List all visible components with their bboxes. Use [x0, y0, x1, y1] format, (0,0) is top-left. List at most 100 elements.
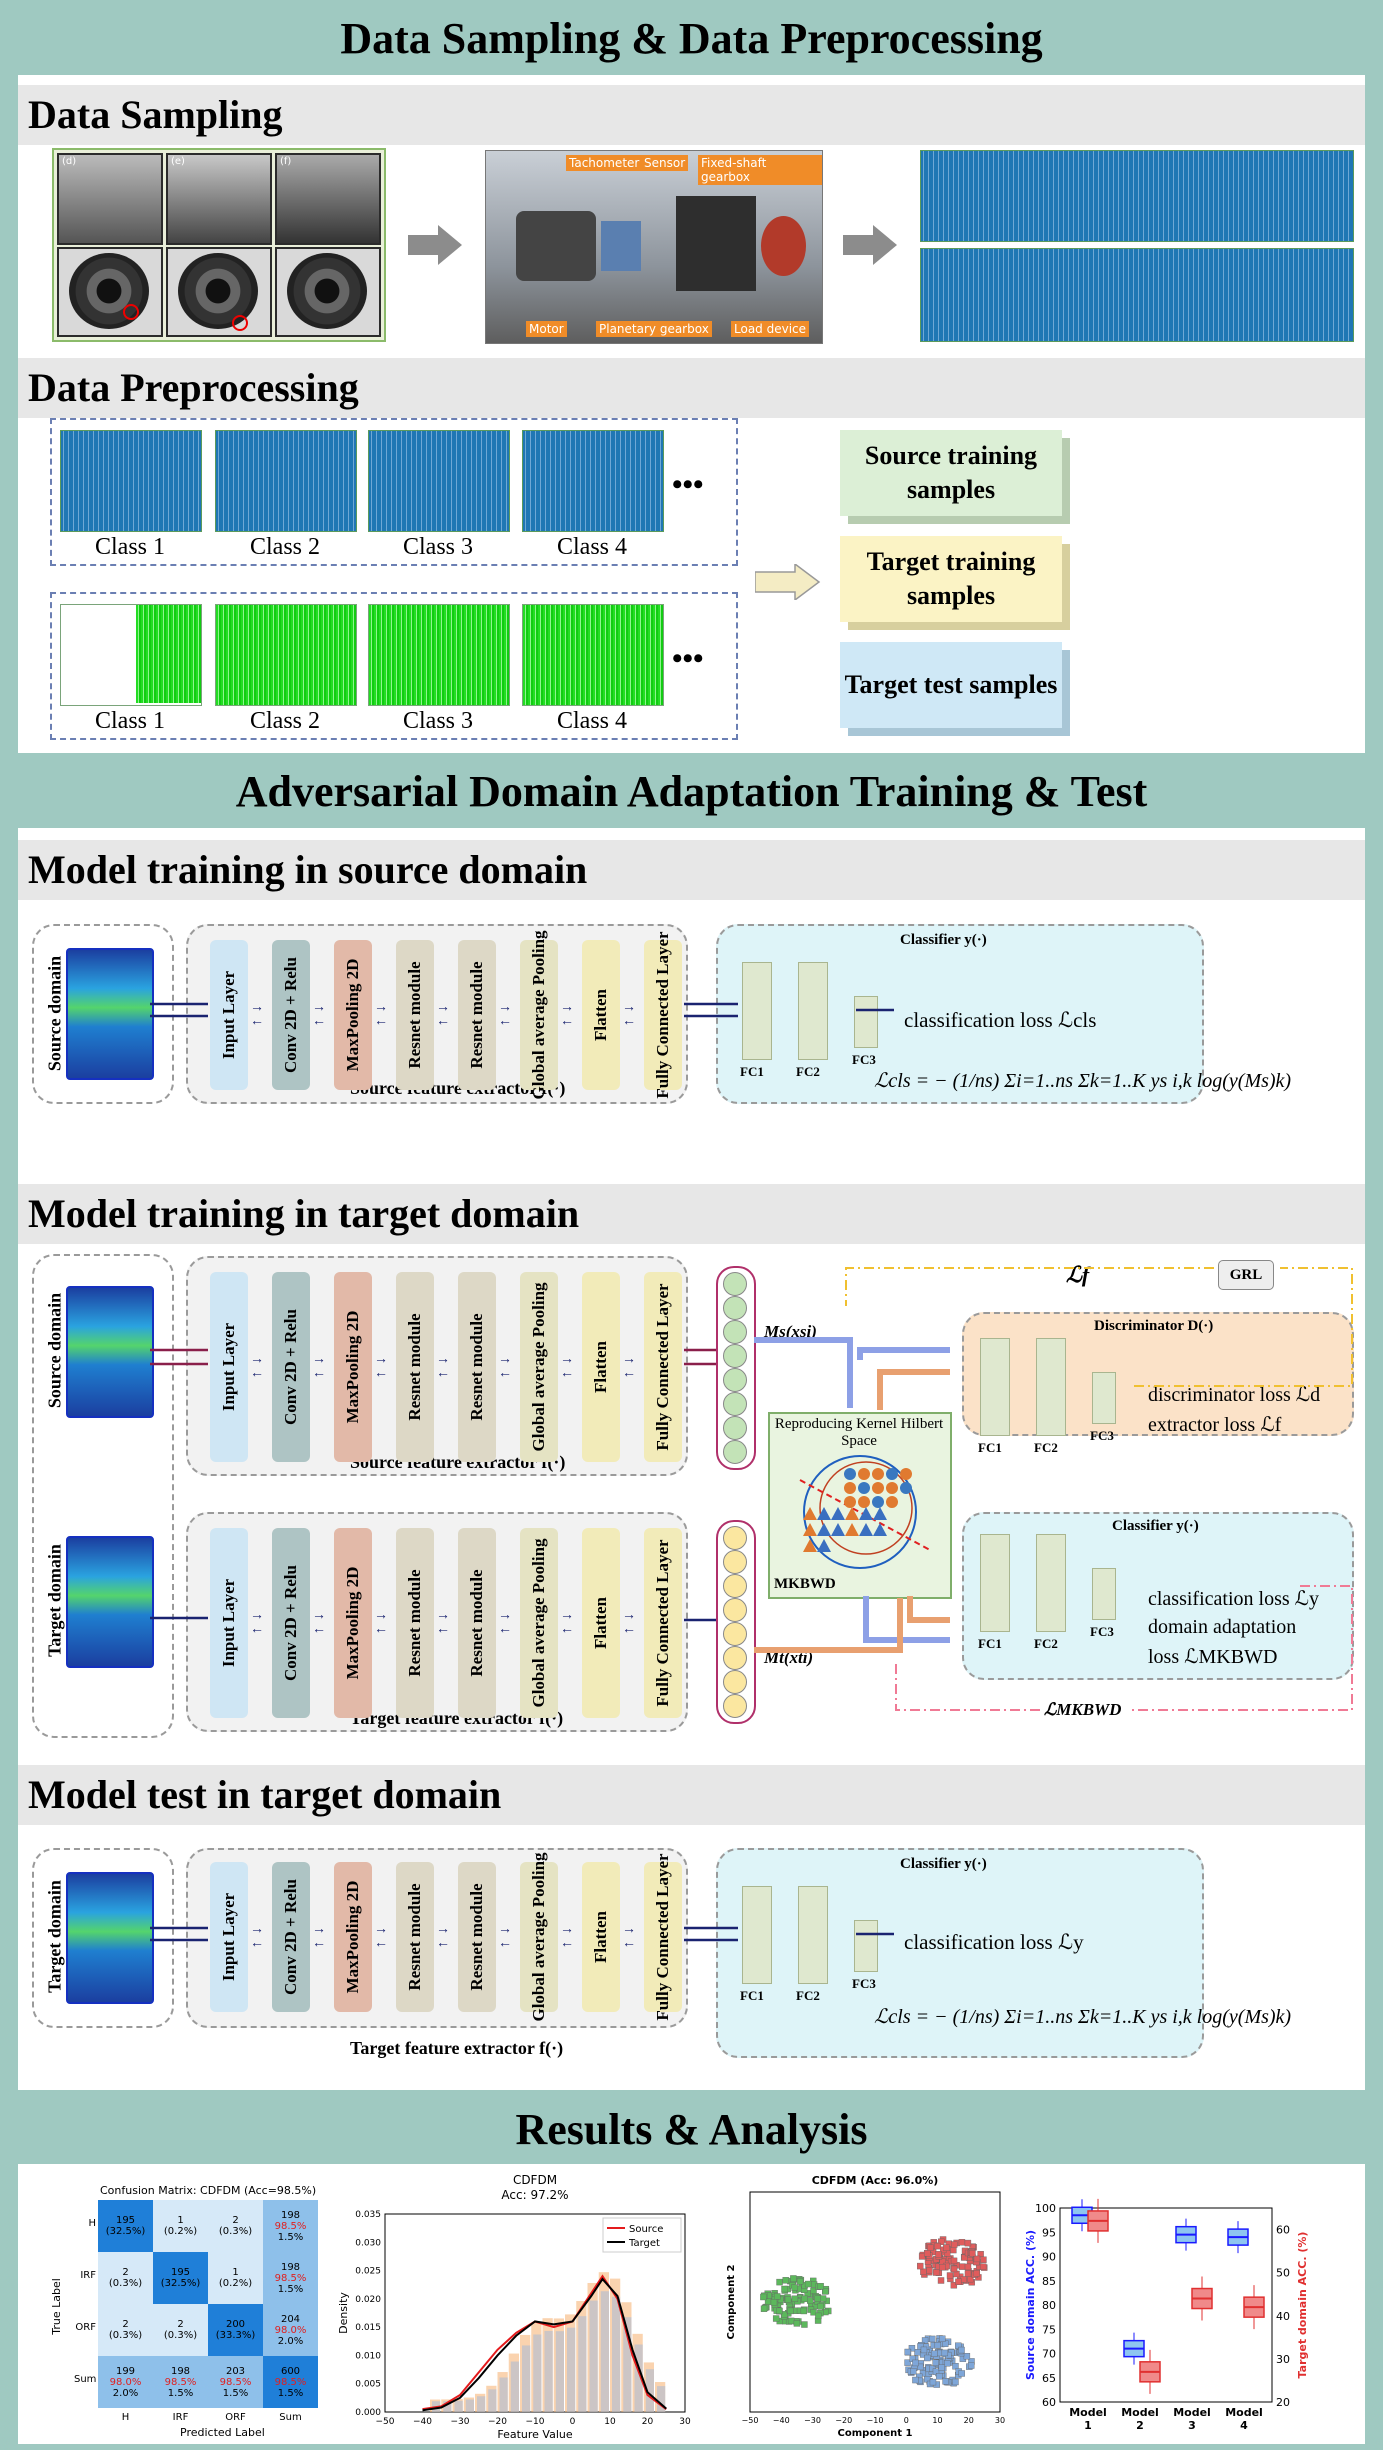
y-tick: 0.015 — [355, 2323, 381, 2333]
tsne-point — [923, 2250, 931, 2257]
tsne-point — [917, 2262, 924, 2270]
y-tick: 0.005 — [355, 2380, 381, 2390]
disc-fc1 — [980, 1338, 1010, 1436]
x-tick: 10 — [604, 2417, 616, 2427]
tsne-point — [800, 2307, 808, 2315]
tsne-point — [814, 2295, 821, 2302]
right-tick: 40 — [1276, 2310, 1290, 2323]
target-domain-label-2: Target domain — [44, 1880, 65, 1993]
svg-text:2: 2 — [1136, 2419, 1144, 2432]
right-tick: 60 — [1276, 2224, 1290, 2237]
tgt-train-tgt-layer-2: Conv 2D + Relu — [272, 1528, 310, 1718]
target-signal-class-2 — [215, 604, 357, 706]
x-tick: −50 — [376, 2417, 395, 2427]
cls2-fc1 — [980, 1534, 1010, 1632]
tsne-point — [931, 2350, 938, 2357]
tsne-point — [980, 2256, 987, 2263]
x-tick: −20 — [488, 2417, 507, 2427]
tsne-point — [932, 2359, 940, 2366]
arrow-icon: →← — [498, 1922, 512, 1951]
arrow-icon: →← — [436, 1352, 450, 1381]
tsne-point — [781, 2285, 788, 2293]
y-tick: 0.035 — [355, 2210, 381, 2220]
hist-bar — [567, 2327, 576, 2412]
tsne-point — [822, 2288, 829, 2295]
src-train-layer-6: Global average Pooling — [520, 930, 558, 1100]
tsne-point — [924, 2354, 931, 2362]
cls-loss-label: classification loss ℒcls — [904, 1008, 1097, 1032]
arrow-icon: →← — [560, 1922, 574, 1951]
domain-inputs-box — [32, 1254, 174, 1738]
left-tick: 65 — [1042, 2372, 1056, 2385]
tsne-point — [946, 2272, 954, 2279]
left-tick: 85 — [1042, 2275, 1056, 2288]
cm-cell: 1(0.2%) — [153, 2200, 208, 2252]
tsne-point — [964, 2270, 972, 2277]
cls2-fc2 — [1036, 1534, 1066, 1632]
model-label: Model — [1225, 2406, 1263, 2419]
cls1-fc-label-1: FC1 — [740, 1064, 764, 1079]
cls3-fc1 — [742, 1886, 772, 1984]
src-train-layer-5: Resnet module — [458, 940, 496, 1090]
hist-bar — [465, 2399, 474, 2412]
tgt-train-tgt-layer-3: MaxPooling 2D — [334, 1528, 372, 1718]
tgt-train-src-layer-6: Global average Pooling — [520, 1272, 558, 1462]
target-training-samples: Target training samples — [840, 536, 1062, 622]
rig-label-sensor: Sensor — [641, 155, 689, 171]
y-tick: 0.025 — [355, 2267, 381, 2277]
target-feature-node — [723, 1694, 747, 1718]
cm-cell: 200(33.3%) — [208, 2304, 263, 2356]
target-domain-spectrogram — [66, 1536, 154, 1668]
arrow-icon: →← — [250, 1922, 264, 1951]
source-domain-label: Source domain — [44, 955, 65, 1072]
arrow-icon: →← — [250, 1352, 264, 1381]
tgt-train-src-layer-8: Fully Connected Layer — [644, 1272, 682, 1462]
hist-bar — [454, 2400, 463, 2412]
arrow-icon: →← — [560, 1000, 574, 1029]
tsne-point — [958, 2370, 965, 2377]
right-axis-label: Target domain ACC. (%) — [1296, 2232, 1309, 2379]
cls3-fc-label-3: FC3 — [852, 1976, 876, 1991]
tsne-point — [801, 2321, 808, 2328]
cls2-fc-label-3: FC3 — [1090, 1624, 1114, 1639]
hist-bar — [533, 2334, 542, 2412]
tsne-point — [934, 2242, 941, 2250]
x-tick: −10 — [526, 2417, 545, 2427]
tsne-point — [793, 2320, 801, 2327]
tsne-point — [760, 2305, 768, 2312]
tgt-train-tgt-layer-1: Input Layer — [210, 1528, 248, 1718]
hist-bar — [477, 2396, 486, 2412]
subheader-test-target: Model test in target domain — [18, 1765, 1365, 1825]
x-tick: −50 — [742, 2416, 759, 2425]
right-tick: 30 — [1276, 2353, 1290, 2366]
section-title-results: Results & Analysis — [18, 2096, 1365, 2164]
source-domain-spectrogram — [66, 948, 154, 1080]
tsne-point — [955, 2342, 962, 2349]
mt-label: Mt(xti) — [764, 1648, 814, 1667]
source-domain-input-box — [32, 924, 174, 1104]
target-feature-node — [723, 1550, 747, 1574]
tsne-point — [958, 2239, 966, 2246]
source-domain-label-2: Source domain — [44, 1292, 65, 1409]
classifier-title-3: Classifier y(·) — [900, 1856, 987, 1872]
src-train-layer-3: MaxPooling 2D — [334, 940, 372, 1090]
mkbwd-label: MKBWD — [774, 1576, 836, 1592]
x-tick: 0 — [570, 2417, 576, 2427]
left-tick: 80 — [1042, 2299, 1056, 2312]
source-feature-node — [723, 1344, 747, 1368]
tsne-point — [917, 2343, 924, 2350]
model-label: Model — [1121, 2406, 1159, 2419]
tsne-point — [790, 2275, 797, 2282]
cls1-fc2 — [798, 962, 828, 1060]
hist-bar — [510, 2361, 519, 2412]
tgt-train-src-layer-4: Resnet module — [396, 1272, 434, 1462]
source-class-label-2: Class 2 — [249, 534, 320, 560]
target-domain-spectrogram-2 — [66, 1872, 154, 2004]
source-feature-node — [723, 1368, 747, 1392]
model-label: Model — [1069, 2406, 1107, 2419]
cls1-fc-label-3: FC3 — [852, 1052, 876, 1067]
density-line-source — [422, 2274, 667, 2411]
source-training-samples: Source training samples — [840, 430, 1062, 516]
left-tick: 75 — [1042, 2323, 1056, 2336]
